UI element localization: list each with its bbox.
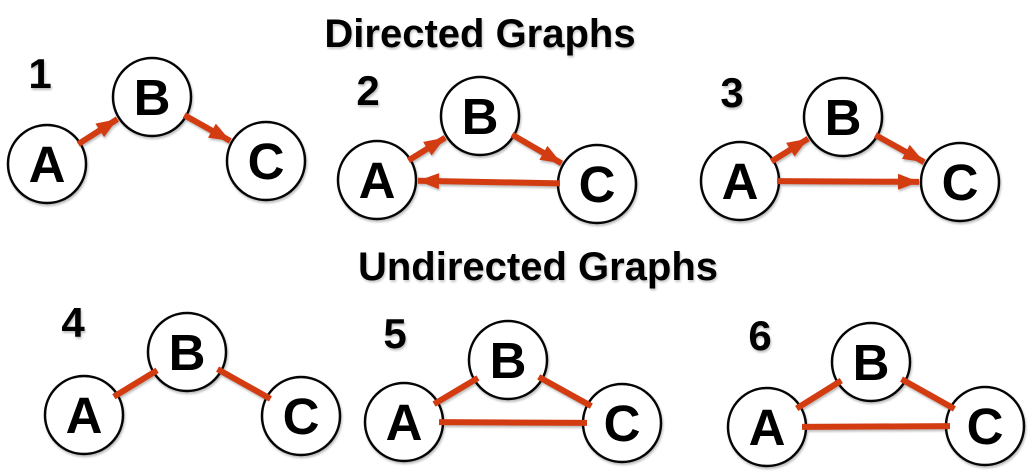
edge-B-C xyxy=(182,112,232,144)
graph-number-2: 2 xyxy=(356,67,379,114)
node-label-B: B xyxy=(462,88,499,145)
node-label-A: A xyxy=(722,153,759,210)
graph-number-4: 4 xyxy=(61,299,85,346)
edge-A-C xyxy=(438,419,588,426)
node-A xyxy=(43,374,125,456)
graph-3: 3A B C xyxy=(699,69,1001,223)
node-label-A: A xyxy=(29,136,66,193)
node-label-B: B xyxy=(825,89,862,146)
node-C xyxy=(225,120,307,202)
edge-B-C xyxy=(510,131,564,166)
node-B xyxy=(111,56,193,138)
node-A xyxy=(6,123,88,205)
node-label-B: B xyxy=(134,69,171,126)
node-B xyxy=(802,76,884,158)
graph-1: 1A B C xyxy=(6,50,307,205)
node-label-C: C xyxy=(942,154,979,211)
node-label-B: B xyxy=(169,324,206,381)
undirected-graphs-title: Undirected Graphs xyxy=(357,245,719,289)
node-label-B: B xyxy=(853,334,890,391)
edge-A-B xyxy=(795,378,843,411)
node-label-C: C xyxy=(248,133,285,190)
edge-B-C xyxy=(900,376,956,412)
edge-A-B xyxy=(769,136,810,165)
graph-2: 2A B C xyxy=(336,67,638,225)
directed-graphs-title: Directed Graphs xyxy=(324,12,636,56)
edge-A-B xyxy=(432,375,480,407)
node-B xyxy=(830,321,912,403)
node-label-C: C xyxy=(967,398,1004,455)
edge-A-B xyxy=(76,116,120,147)
node-label-A: A xyxy=(66,387,103,444)
node-A xyxy=(336,139,418,221)
node-label-A: A xyxy=(386,394,423,451)
node-B xyxy=(146,311,228,393)
edge-B-C xyxy=(873,132,926,165)
graph-6: 6A B C xyxy=(726,312,1026,468)
node-label-B: B xyxy=(490,332,527,389)
node-B xyxy=(467,319,549,401)
edge-A-B xyxy=(112,367,159,400)
edge-A-B xyxy=(406,135,447,164)
edge-A-C xyxy=(801,423,951,430)
edge-B-C xyxy=(537,374,593,409)
node-C xyxy=(919,141,1001,223)
node-label-C: C xyxy=(283,388,320,445)
graph-number-5: 5 xyxy=(383,310,406,357)
node-B xyxy=(439,75,521,157)
node-label-A: A xyxy=(749,399,786,456)
edge-A-C xyxy=(776,173,920,190)
node-label-C: C xyxy=(579,156,616,213)
node-C xyxy=(260,375,342,457)
graph-number-6: 6 xyxy=(748,312,771,359)
graph-5: 5A B C xyxy=(363,310,663,464)
graph-4: 4A B C xyxy=(43,299,342,457)
edge-C-A xyxy=(417,173,561,190)
graph-number-1: 1 xyxy=(28,50,51,97)
node-label-A: A xyxy=(359,152,396,209)
edge-B-C xyxy=(216,366,272,402)
node-label-C: C xyxy=(604,395,641,452)
graph-number-3: 3 xyxy=(720,69,743,116)
